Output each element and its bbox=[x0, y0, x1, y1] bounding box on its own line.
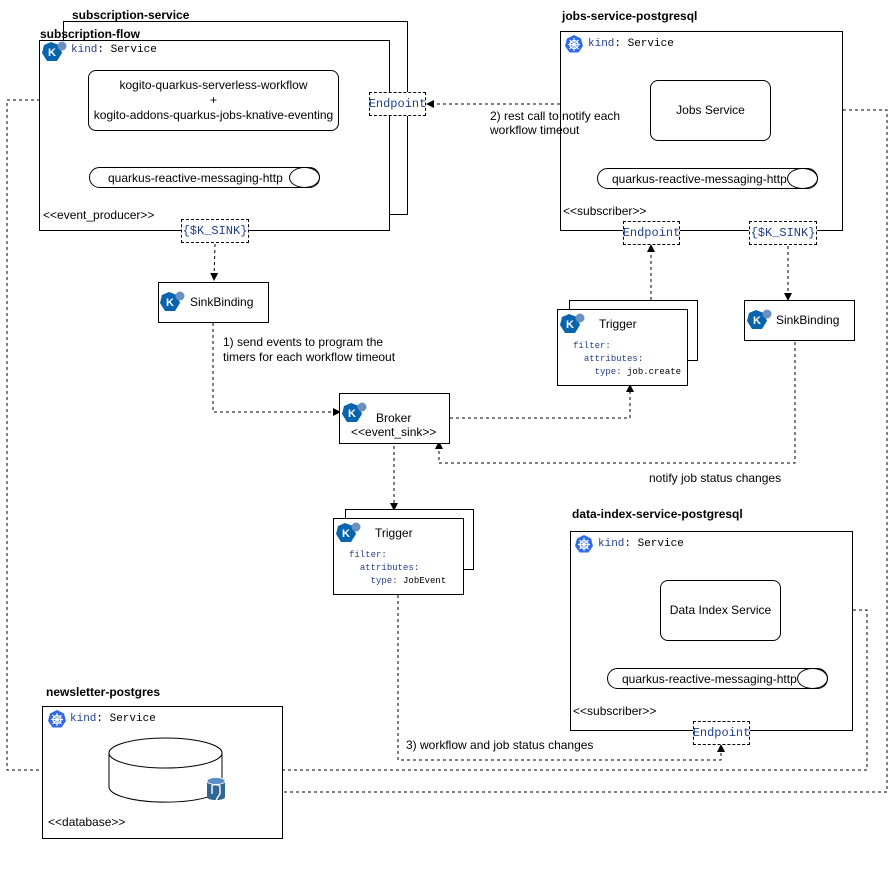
data-index-endpoint-box: Endpoint bbox=[693, 721, 750, 745]
trigger-jobs-label: Trigger bbox=[599, 317, 637, 331]
knative-icon: K bbox=[335, 522, 361, 547]
subscription-flow-title: subscription-flow bbox=[40, 27, 140, 41]
data-index-messaging-pipe: quarkus-reactive-messaging-http bbox=[607, 668, 828, 689]
jobs-k-sink-box: {$K_SINK} bbox=[749, 221, 817, 245]
endpoint-box: Endpoint bbox=[369, 92, 426, 116]
subscription-service-title: subscription-service bbox=[72, 8, 190, 22]
knative-icon: K bbox=[746, 309, 772, 334]
kind-label: kind: Service bbox=[70, 713, 156, 725]
knative-icon: K bbox=[341, 402, 367, 427]
postgres-icon bbox=[203, 775, 229, 808]
database-cylinder-icon bbox=[108, 737, 224, 806]
event-producer-stereotype: <<event_producer>> bbox=[43, 208, 155, 222]
jobs-service-app-box: Jobs Service bbox=[650, 80, 771, 141]
knative-icon: K bbox=[41, 41, 67, 66]
workflow-app-box: kogito-quarkus-serverless-workflow + kog… bbox=[88, 70, 339, 131]
data-index-app-box: Data Index Service bbox=[660, 580, 781, 641]
kubernetes-icon bbox=[47, 709, 67, 732]
knative-icon: K bbox=[559, 313, 585, 338]
step2-annotation: 2) rest call to notify each workflow tim… bbox=[490, 109, 621, 137]
data-index-box bbox=[570, 531, 853, 731]
sinkbinding-right-label: SinkBinding bbox=[776, 313, 840, 327]
svg-text:K: K bbox=[753, 315, 761, 327]
sinkbinding-right-box bbox=[744, 300, 855, 341]
kind-label: kind: Service bbox=[588, 38, 674, 50]
svg-text:K: K bbox=[566, 319, 574, 331]
svg-text:K: K bbox=[166, 297, 174, 309]
newsletter-postgres-title: newsletter-postgres bbox=[46, 685, 161, 699]
jobs-endpoint-box: Endpoint bbox=[623, 221, 680, 245]
trigger-events-filter: filter: attributes: type: JobEvent bbox=[349, 550, 447, 586]
database-stereotype: <<database>> bbox=[48, 815, 126, 829]
subscription-flow-box bbox=[39, 40, 390, 231]
notify-annotation: notify job status changes bbox=[649, 471, 782, 485]
kind-label: kind: Service bbox=[71, 44, 157, 56]
broker-stereotype: <<event_sink>> bbox=[351, 425, 437, 439]
svg-text:K: K bbox=[348, 408, 356, 420]
kubernetes-icon bbox=[574, 534, 594, 557]
kubernetes-icon bbox=[564, 34, 584, 57]
trigger-jobs-filter: filter: attributes: type: job.create bbox=[573, 341, 682, 377]
svg-text:K: K bbox=[342, 528, 350, 540]
kind-label: kind: Service bbox=[598, 538, 684, 550]
jobs-subscriber-stereotype: <<subscriber>> bbox=[563, 204, 647, 218]
messaging-pipe: quarkus-reactive-messaging-http bbox=[89, 167, 320, 188]
svg-text:K: K bbox=[48, 47, 56, 59]
trigger-events-label: Trigger bbox=[375, 526, 413, 540]
broker-label: Broker bbox=[376, 411, 412, 425]
jobs-service-title: jobs-service-postgresql bbox=[562, 9, 698, 23]
k-sink-box: {$K_SINK} bbox=[181, 219, 249, 243]
knative-icon: K bbox=[159, 291, 185, 316]
step3-annotation: 3) workflow and job status changes bbox=[406, 738, 594, 752]
data-index-title: data-index-service-postgresql bbox=[572, 507, 743, 521]
step1-annotation: 1) send events to program the timers for… bbox=[223, 335, 396, 364]
data-index-subscriber-stereotype: <<subscriber>> bbox=[573, 704, 657, 718]
jobs-messaging-pipe: quarkus-reactive-messaging-http bbox=[597, 168, 818, 189]
sinkbinding-left-label: SinkBinding bbox=[190, 295, 254, 309]
